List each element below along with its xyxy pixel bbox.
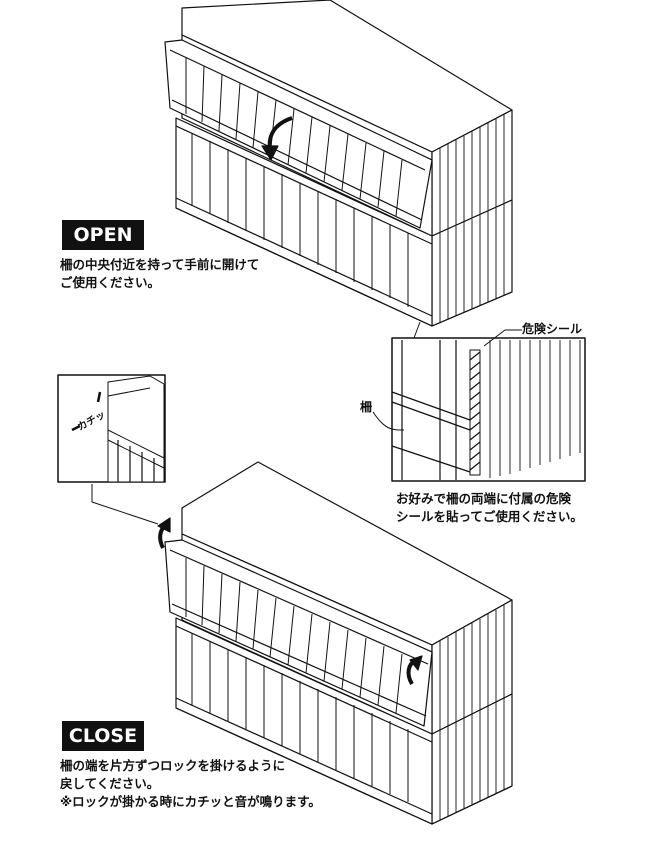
warning-seal-detail	[372, 329, 586, 482]
close-upper-fence-slats	[185, 558, 403, 714]
close-right-ribs-lower	[439, 698, 505, 820]
detail-note-line-1: お好みで柵の両端に付属の危険	[396, 491, 572, 506]
open-instruction-line-1: 柵の中央付近を持って手前に開けて	[60, 257, 260, 272]
warning-seal-label: 危険シール	[522, 322, 583, 336]
open-right-ribs-lower	[439, 204, 505, 322]
open-instruction-line-2: ご使用ください。	[60, 275, 161, 290]
open-cabinet	[164, 0, 513, 327]
open-lower-fence-bars	[191, 133, 409, 307]
fence-label: 柵	[360, 400, 373, 414]
close-cabinet	[157, 461, 513, 825]
close-badge: CLOSE	[62, 721, 144, 751]
close-instruction-line-3: ※ロックが掛かる時にカチッと音が鳴ります。	[60, 794, 321, 809]
detail-note-line-2: シールを貼ってご使用ください。	[396, 509, 583, 524]
open-badge: OPEN	[62, 220, 144, 250]
close-lower-fence-bars	[191, 633, 409, 802]
close-arrow-left-head-icon	[157, 517, 171, 533]
open-right-ribs-upper	[439, 114, 505, 232]
open-arrow-head-icon	[261, 145, 279, 161]
close-instruction-line-1: 柵の端を片方ずつロックを掛けるように	[60, 758, 286, 773]
close-arrow-right-head-icon	[409, 655, 423, 671]
detail-leader-line	[413, 321, 421, 339]
close-instruction-line-2: 戻してください。	[60, 776, 160, 791]
close-right-ribs-upper	[439, 605, 505, 730]
lock-detail-inset	[57, 374, 166, 525]
